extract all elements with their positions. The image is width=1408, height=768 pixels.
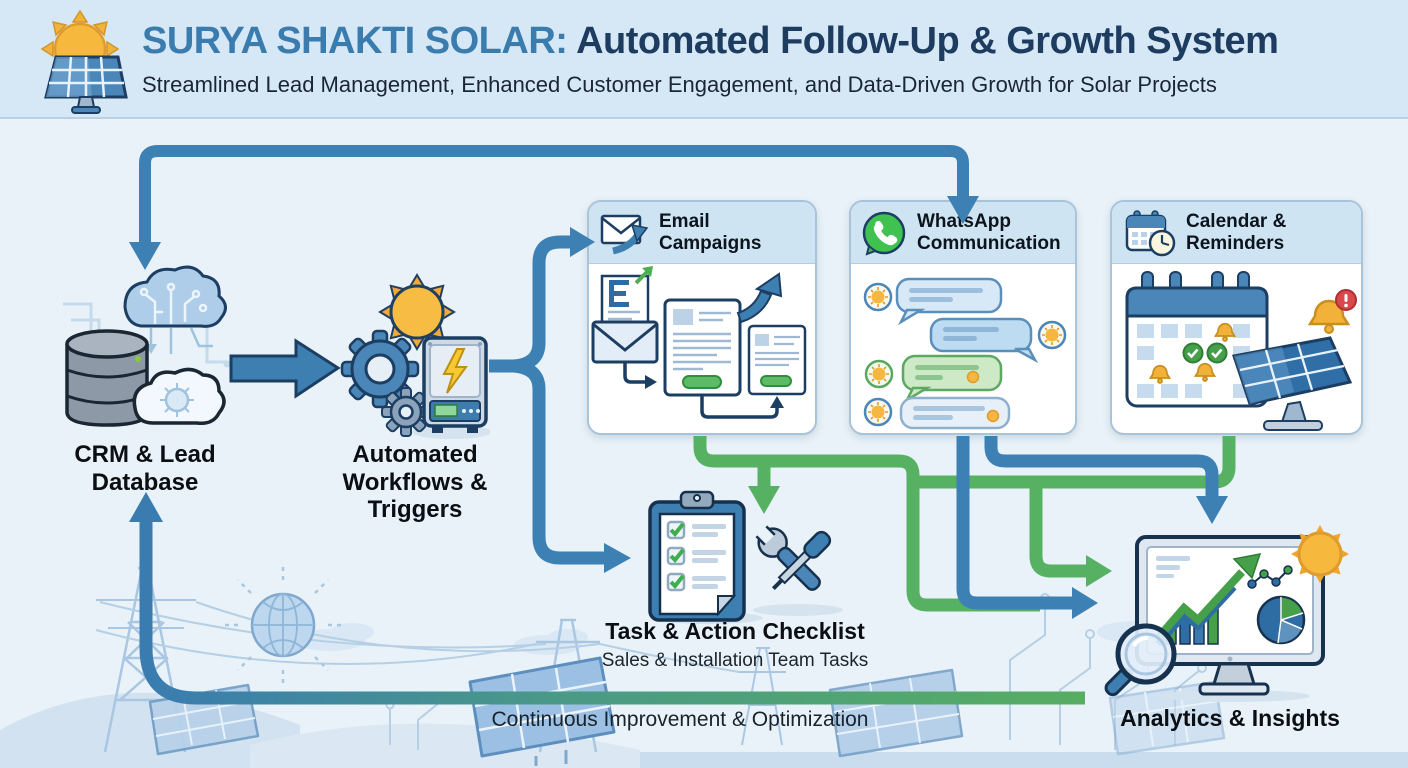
monitor-charts-icon xyxy=(1104,525,1349,702)
alert-bell-icon xyxy=(1307,289,1357,334)
email-campaign-illustration xyxy=(591,266,807,419)
sun-solar-panel-logo xyxy=(40,9,128,114)
calendar-reminders-illustration xyxy=(1125,271,1357,431)
email-document-large xyxy=(663,298,742,397)
dot-line-chart xyxy=(1247,565,1293,589)
checklist-clipboard xyxy=(648,490,746,622)
sun-avatar xyxy=(863,282,893,312)
magnifier-icon xyxy=(1104,623,1177,697)
wrench-icon xyxy=(754,524,821,591)
flow-arrow xyxy=(623,362,645,384)
sun-avatar xyxy=(863,397,893,427)
solar-panel-icon xyxy=(44,55,128,114)
task-node-label: Task & Action Checklist xyxy=(605,618,865,644)
sun-icon xyxy=(1291,525,1349,583)
sun-icon xyxy=(378,273,456,351)
crm-to-workflows-arrow xyxy=(229,338,341,399)
calendar-clock-icon xyxy=(1125,209,1176,256)
solar-panel-icon xyxy=(1232,336,1353,431)
sun-avatar-green xyxy=(864,359,894,389)
analytics-monitor xyxy=(1135,535,1325,696)
chat-bubble-incoming xyxy=(895,277,1003,326)
sun-avatar xyxy=(1037,320,1067,350)
trend-line-blue xyxy=(1155,584,1237,647)
calendar-icon xyxy=(1125,271,1269,408)
title-text: Automated Follow-Up & Growth System xyxy=(567,20,1279,62)
calendar-card-title: Calendar &Reminders xyxy=(1186,211,1287,254)
page-subtitle: Streamlined Lead Management, Enhanced Cu… xyxy=(142,72,1217,97)
trend-arrow-green xyxy=(1154,569,1245,641)
database-cloud-icon xyxy=(63,265,231,427)
globe-sun-sketch xyxy=(220,562,346,688)
database-cylinder xyxy=(65,329,149,427)
header-banner: SURYA SHAKTI SOLAR: Automated Follow-Up … xyxy=(0,0,1408,119)
chat-bubble-outgoing xyxy=(929,317,1039,364)
task-node-sublabel: Sales & Installation Team Tasks xyxy=(601,650,869,671)
calendar-card-header: Calendar &Reminders xyxy=(1112,202,1361,264)
clipboard-tools-icon xyxy=(648,490,843,624)
growth-arrow-icon xyxy=(736,272,783,324)
gear-icon xyxy=(340,329,420,409)
continuous-improvement-label: Continuous Improvement & Optimization xyxy=(491,708,869,731)
gears-sun-inverter-icon xyxy=(340,273,490,439)
email-document-small xyxy=(747,324,807,396)
analytics-node-label: Analytics & Insights xyxy=(1120,705,1340,731)
envelope-arrow-icon xyxy=(600,214,649,254)
calendar-reminders-card: Calendar &Reminders xyxy=(1110,200,1363,435)
small-gear-icon xyxy=(381,387,431,437)
open-envelope-icon xyxy=(591,266,659,364)
brand-name: SURYA SHAKTI SOLAR: xyxy=(142,20,568,62)
inverter-icon xyxy=(422,336,488,433)
chat-bubble-light xyxy=(899,396,1011,430)
page-title: SURYA SHAKTI SOLAR: Automated Follow-Up … xyxy=(142,20,1402,63)
whatsapp-icon xyxy=(862,211,906,256)
flow-arrow xyxy=(700,395,779,419)
pie-chart xyxy=(1256,595,1306,645)
whatsapp-chat-illustration xyxy=(863,277,1067,430)
whatsapp-output-arrow-top xyxy=(984,436,1228,524)
circuit-cloud xyxy=(123,265,227,354)
bell-icon xyxy=(1148,322,1237,384)
weather-cloud xyxy=(132,367,226,426)
chat-bubble-green xyxy=(901,354,1003,404)
